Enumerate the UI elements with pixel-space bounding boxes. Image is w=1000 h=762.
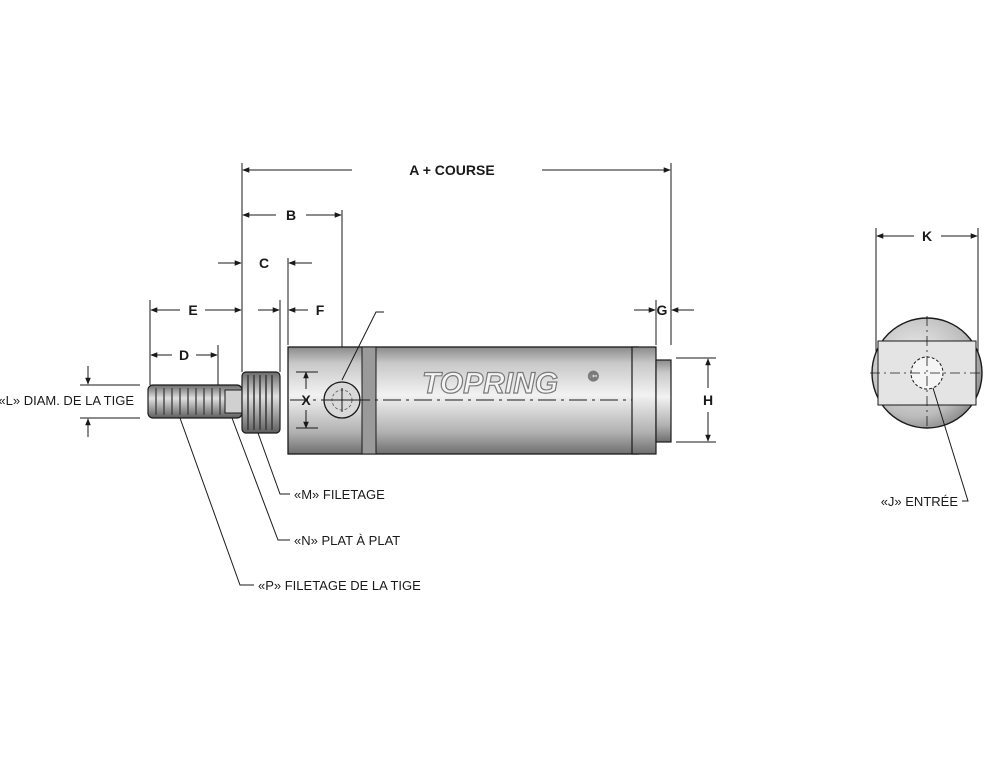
dim-x-label: X	[301, 392, 311, 408]
leader-m	[257, 432, 290, 495]
rod-thread-grooves	[155, 388, 221, 415]
rear-boss	[655, 359, 672, 443]
rod-shank	[224, 389, 243, 414]
leader-j	[932, 387, 969, 502]
nose-thread	[241, 371, 281, 434]
callout-n-label: «N» PLAT À PLAT	[294, 533, 400, 548]
leader-n	[231, 417, 290, 541]
logo-text: TOPRING	[422, 367, 558, 400]
brand-logo: TOPRING ©	[421, 366, 599, 400]
leader-p	[179, 417, 254, 586]
rear-cap	[631, 346, 657, 455]
dim-b-label: B	[286, 207, 296, 223]
side-view: TOPRING © A + COURSE B C E F G D	[0, 162, 716, 593]
logo-mark: ©	[588, 368, 599, 384]
cylinder-barrel	[287, 346, 672, 455]
inlet-port	[910, 356, 944, 390]
dim-f-label: F	[316, 302, 325, 318]
dim-a-course-label: A + COURSE	[409, 162, 494, 178]
piston-rod	[147, 384, 243, 419]
end-view: K «J» ENTRÉE	[870, 228, 984, 509]
dim-c-label: C	[259, 255, 269, 271]
callout-p-label: «P» FILETAGE DE LA TIGE	[258, 578, 421, 593]
dim-h-label: H	[703, 392, 713, 408]
dim-g-label: G	[657, 302, 668, 318]
dim-k-label: K	[922, 228, 932, 244]
dim-e-label: E	[188, 302, 197, 318]
callout-l-label: «L» DIAM. DE LA TIGE	[0, 393, 134, 408]
leader-port	[341, 311, 384, 381]
barrel-band	[361, 346, 377, 455]
callout-m-label: «M» FILETAGE	[294, 487, 385, 502]
callout-j-label: «J» ENTRÉE	[881, 494, 959, 509]
dim-d-label: D	[179, 347, 189, 363]
